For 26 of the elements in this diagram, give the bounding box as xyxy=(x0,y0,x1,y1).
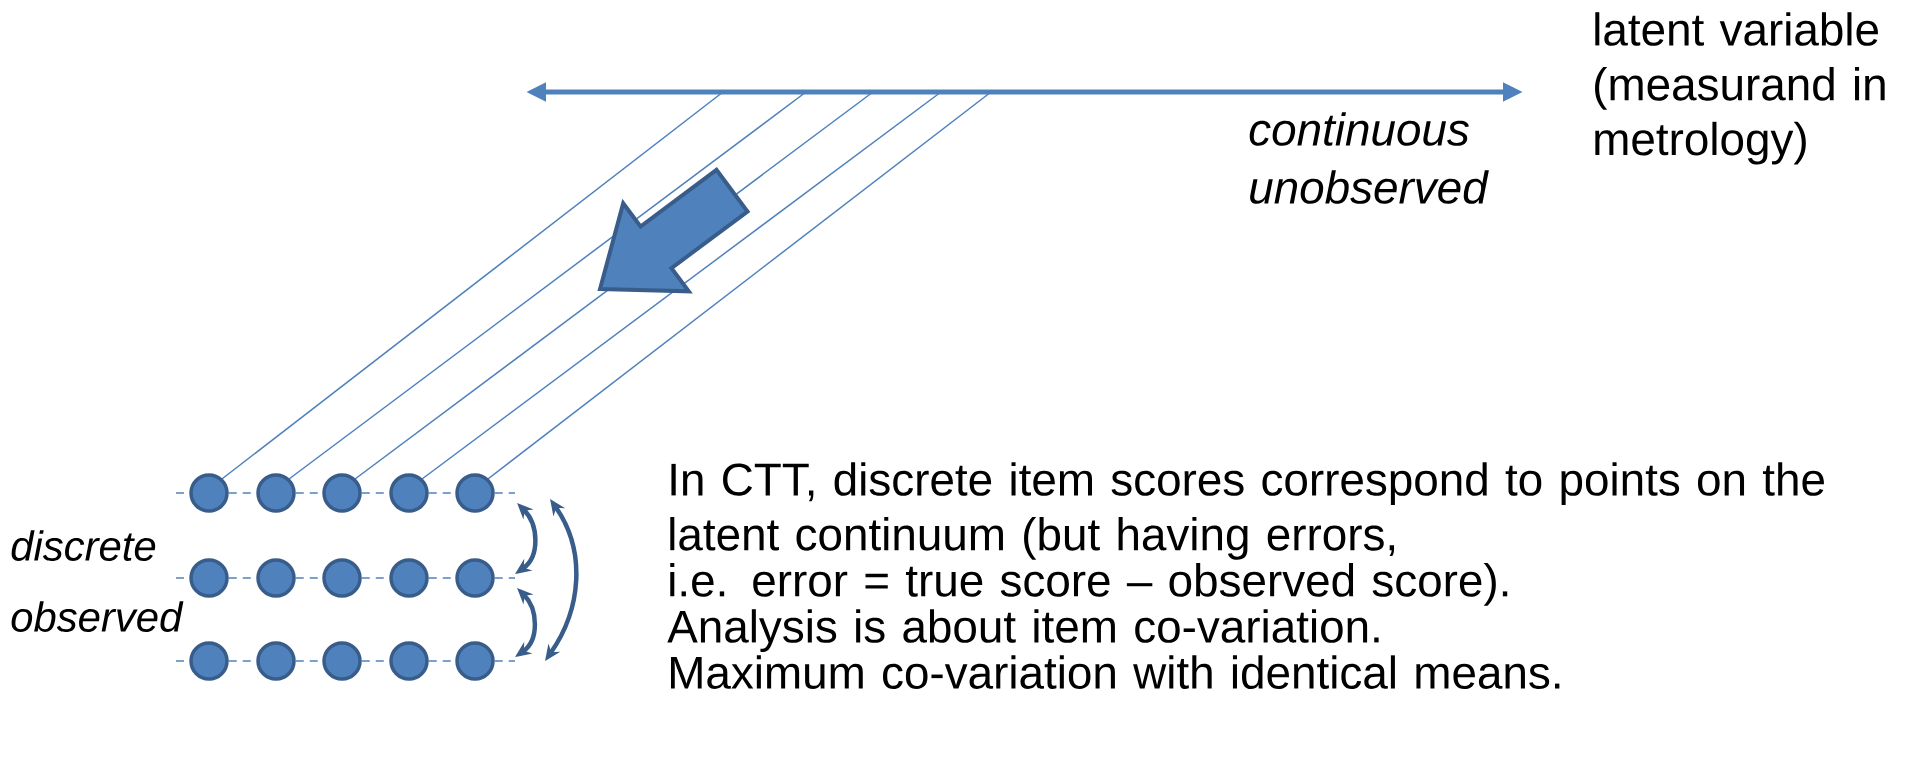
circle-marker xyxy=(322,641,362,681)
row-label: observed xyxy=(11,601,184,632)
circle-marker xyxy=(322,558,362,598)
circle-marker xyxy=(256,473,296,513)
circle-marker xyxy=(256,558,296,598)
dashed-line xyxy=(494,492,516,494)
circle-marker xyxy=(389,641,429,681)
circle-marker xyxy=(189,641,229,681)
dashed-line xyxy=(494,660,516,662)
axis-label: latent variable (measurand in metrology) xyxy=(1595,12,1885,165)
note-text: Maximum co-variation with identical means. xyxy=(671,655,1560,689)
circle-marker xyxy=(189,558,229,598)
note-text: i.e. error = true score – observed score). xyxy=(670,563,1508,606)
row-label: discrete xyxy=(11,530,156,561)
circle-marker xyxy=(389,473,429,513)
circle-marker xyxy=(455,641,495,681)
circle-marker xyxy=(256,641,296,681)
circle-marker xyxy=(455,473,495,513)
axis-label: unobserved xyxy=(1250,170,1489,204)
circle-marker xyxy=(455,558,495,598)
circle-marker xyxy=(189,473,229,513)
note-text: Analysis is about item co-variation. xyxy=(667,609,1379,652)
axis-label: continuous xyxy=(1249,112,1469,146)
circle-marker xyxy=(322,473,362,513)
dashed-line xyxy=(494,577,516,579)
circle-marker xyxy=(389,558,429,598)
